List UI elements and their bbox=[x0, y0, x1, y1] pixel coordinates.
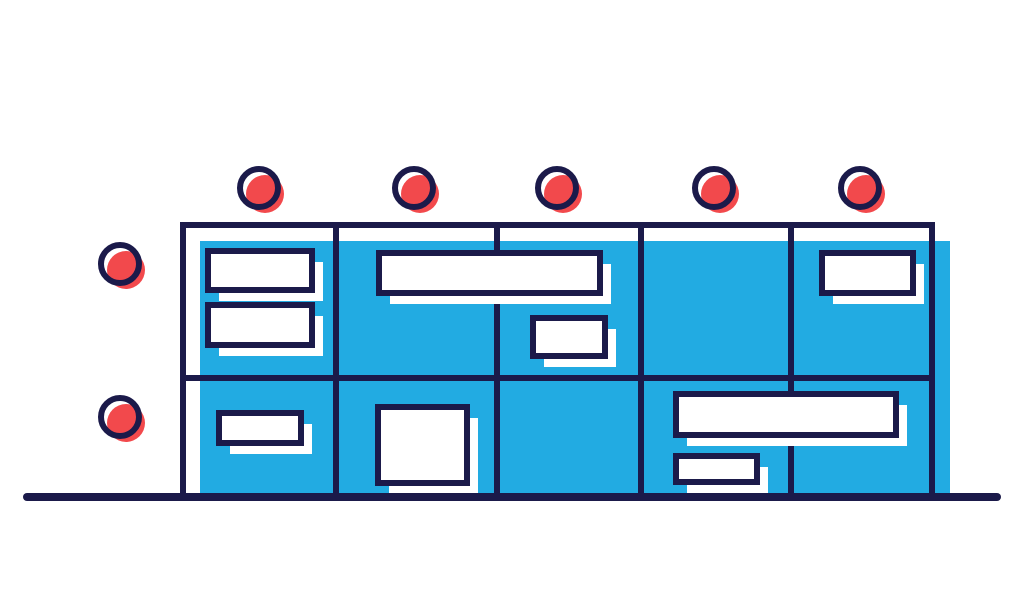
card-b1-wide bbox=[376, 250, 603, 296]
card-a1-top bbox=[205, 248, 315, 293]
column-header-marker-2-ring bbox=[392, 166, 436, 210]
card-a1-bottom bbox=[205, 302, 315, 348]
column-header-marker-4-ring bbox=[692, 166, 736, 210]
card-e1 bbox=[819, 250, 916, 296]
card-b2-square bbox=[375, 404, 470, 486]
row-header-marker-1-ring bbox=[98, 242, 142, 286]
card-d2-wide bbox=[673, 391, 899, 438]
column-header-marker-5-ring bbox=[838, 166, 882, 210]
card-d2-small bbox=[673, 453, 760, 485]
row-header-marker-2-ring bbox=[98, 395, 142, 439]
column-header-marker-3-ring bbox=[535, 166, 579, 210]
column-header-marker-1-ring bbox=[237, 166, 281, 210]
card-c1-small bbox=[530, 315, 608, 359]
card-a2 bbox=[216, 410, 304, 446]
